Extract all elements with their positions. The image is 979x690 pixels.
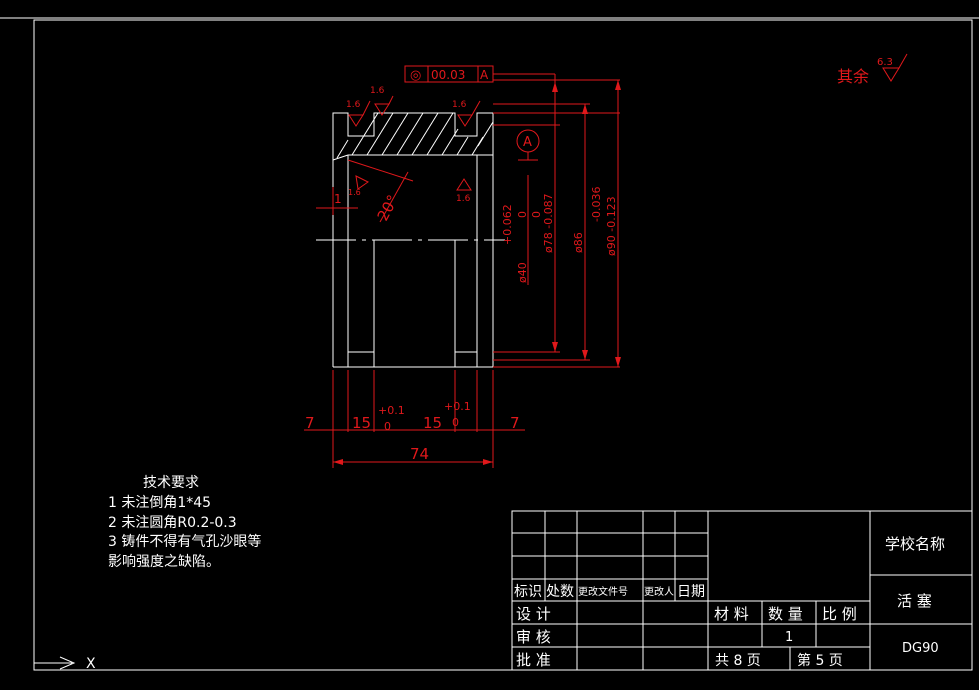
scale-header: 比 例	[822, 605, 857, 623]
header-cell: 处数	[546, 584, 574, 600]
svg-text:1.6: 1.6	[370, 86, 385, 96]
dim-dia40: ø40	[516, 262, 529, 283]
dim-dia90: ø90 -0.123	[605, 196, 618, 256]
diameter-extension-lines	[493, 79, 621, 368]
tolerance-value: 00.03	[431, 68, 465, 82]
svg-text:0: 0	[452, 416, 459, 429]
horizontal-dimensions: 7 15 +0.1 0 15 +0.1 0 7 74	[304, 370, 525, 468]
current-page: 第 5 页	[797, 652, 843, 669]
svg-text:0: 0	[384, 420, 391, 433]
concentricity-symbol: ◎	[410, 68, 421, 83]
header-cell: 日期	[677, 584, 705, 600]
svg-text:A: A	[523, 135, 532, 150]
part-number: DG90	[902, 641, 939, 656]
other-roughness-note: 其余 6.3	[837, 53, 908, 86]
title-block-text: 标识 处数 更改文件号 更改人 日期 设 计 审 核 批 准 材 料 数 量 比…	[514, 535, 945, 669]
datum-ref: A	[480, 68, 489, 82]
dim-dia40-lower: 0	[516, 211, 529, 218]
svg-text:1.6: 1.6	[346, 100, 361, 110]
svg-text:20°: 20°	[374, 192, 402, 224]
svg-text:1: 1	[334, 192, 342, 206]
title-block	[511, 510, 973, 671]
header-cell: 更改文件号	[578, 585, 628, 598]
header-cell: 标识	[514, 584, 542, 600]
ucs-icon: X	[34, 656, 96, 672]
svg-text:15: 15	[352, 414, 371, 432]
material-header: 材 料	[714, 605, 749, 623]
row-label-review: 审 核	[516, 628, 551, 646]
svg-text:X: X	[86, 656, 96, 672]
drawing-frame	[33, 19, 973, 671]
school-name: 学校名称	[885, 535, 945, 553]
svg-text:1.6: 1.6	[348, 188, 361, 197]
svg-text:6.3: 6.3	[877, 57, 893, 68]
total-pages: 共 8 页	[715, 653, 761, 669]
svg-text:其余: 其余	[837, 67, 869, 86]
tech-req-item: 3 铸件不得有气孔沙眼等	[108, 533, 261, 550]
quantity-value: 1	[785, 630, 793, 645]
svg-text:74: 74	[410, 445, 429, 463]
svg-text:+0.1: +0.1	[378, 404, 405, 417]
row-label-approve: 批 准	[516, 651, 551, 669]
dim-dia40-upper: +0.062	[501, 204, 514, 245]
tech-req-item: 1 未注倒角1*45	[108, 495, 211, 511]
dim-dia90-upper: -0.036	[590, 187, 603, 222]
tech-req-item: 2 未注圆角R0.2-0.3	[108, 515, 237, 531]
dim-dia78: ø78 -0.087	[542, 193, 555, 253]
roughness-symbols: 1.6 1.6 1.6 1.6 1.6	[346, 86, 481, 204]
svg-text:1.6: 1.6	[456, 194, 471, 204]
dim-dia86: ø86	[572, 232, 585, 253]
svg-text:+0.1: +0.1	[444, 400, 471, 413]
geometric-tolerance-frame: ◎ 00.03 A	[404, 65, 556, 83]
tech-requirements: 技术要求 1 未注倒角1*45 2 未注圆角R0.2-0.3 3 铸件不得有气孔…	[108, 475, 261, 570]
datum-a-marker: A	[516, 129, 540, 161]
svg-text:7: 7	[510, 414, 520, 432]
tech-req-item: 影响强度之缺陷。	[108, 554, 220, 570]
svg-text:1.6: 1.6	[452, 100, 467, 110]
part-name: 活 塞	[897, 592, 932, 610]
tech-req-title: 技术要求	[143, 475, 199, 491]
quantity-header: 数 量	[768, 605, 803, 623]
svg-text:7: 7	[305, 414, 315, 432]
section-hatch	[336, 112, 494, 159]
row-label-design: 设 计	[516, 605, 551, 623]
svg-text:15: 15	[423, 414, 442, 432]
dim-dia78-upper: 0	[530, 211, 543, 218]
part-outline	[316, 112, 505, 368]
chamfer-dimension: 1	[316, 187, 358, 215]
header-cell: 更改人	[644, 585, 674, 598]
